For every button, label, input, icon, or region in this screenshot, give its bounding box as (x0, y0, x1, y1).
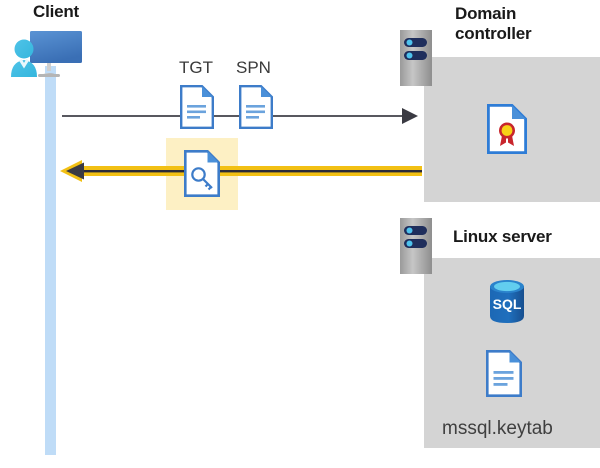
certificate-document-icon (487, 104, 527, 154)
spn-document-icon (239, 85, 273, 129)
svg-text:SQL: SQL (493, 296, 522, 312)
key-document-icon (184, 150, 220, 197)
tgt-label: TGT (179, 58, 213, 77)
sql-database-icon: SQL (485, 278, 529, 326)
keytab-filename-label: mssql.keytab (442, 418, 553, 439)
request-arrow-to-domain-controller (60, 105, 420, 127)
response-arrow-to-client (58, 158, 422, 184)
spn-label: SPN (236, 58, 271, 77)
linux-server-title: Linux server (453, 227, 552, 246)
client-user-monitor-icon (8, 25, 88, 85)
domain-controller-server-rack-icon (400, 30, 432, 86)
client-title: Client (33, 2, 80, 21)
linux-server-rack-icon (400, 218, 432, 274)
domain-controller-title: Domain controller (455, 4, 532, 43)
keytab-document-icon (486, 350, 522, 397)
client-lifeline (45, 66, 56, 455)
tgt-document-icon (180, 85, 214, 129)
